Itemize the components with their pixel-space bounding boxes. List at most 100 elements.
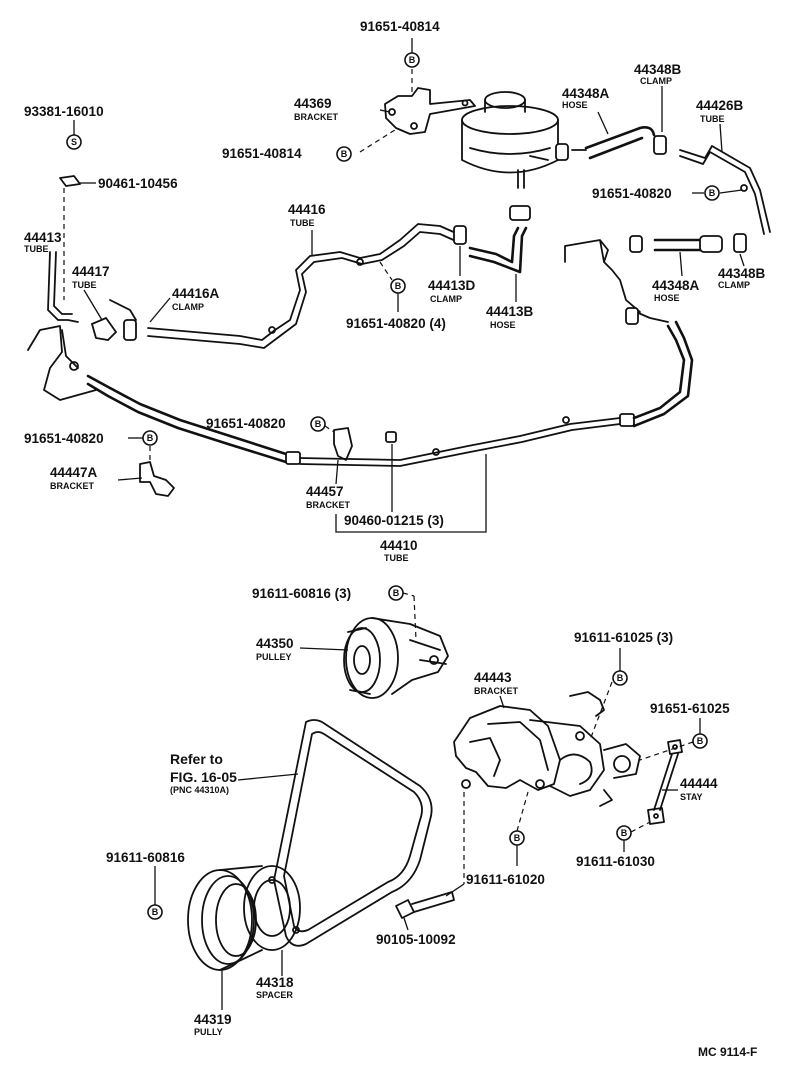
bolt-symbol-61020: B xyxy=(509,830,525,846)
bolt-symbol-61030: B xyxy=(616,825,632,841)
svg-text:S: S xyxy=(71,137,77,147)
label-44348a-bottom: 44348A xyxy=(652,278,700,293)
label-44318-sub: SPACER xyxy=(256,990,293,1000)
label-44348b-bottom-sub: CLAMP xyxy=(718,280,750,290)
label-44413b: 44413B xyxy=(486,304,534,319)
label-44413-sub: TUBE xyxy=(24,244,49,254)
leader-44457 xyxy=(335,459,339,485)
label-44447a: 44447A xyxy=(50,465,98,480)
bolt-symbol-40814-mid: B xyxy=(336,146,352,162)
svg-text:B: B xyxy=(514,833,521,843)
labels: 91651-40814 44369 BRACKET 91651-40814 93… xyxy=(24,19,766,1059)
tube-44410 xyxy=(86,307,694,467)
label-44350-sub: PULLEY xyxy=(256,652,292,662)
label-44348b-top: 44348B xyxy=(634,62,682,77)
engine-outline-left xyxy=(27,299,137,401)
label-91651-40814-top: 91651-40814 xyxy=(360,19,440,34)
leader-61025-3-dash xyxy=(589,681,613,741)
label-44413b-sub: HOSE xyxy=(490,320,516,330)
leader-44443 xyxy=(499,695,505,709)
label-91611-60816: 91611-60816 xyxy=(106,850,185,865)
leader-61030-dash xyxy=(630,821,651,833)
fitting-90461 xyxy=(59,175,81,187)
label-91651-40820-4: 91651-40820 (4) xyxy=(346,316,446,331)
label-refer-pnc: (PNC 44310A) xyxy=(170,785,229,795)
label-44443: 44443 xyxy=(474,670,512,685)
leader-61020-dash xyxy=(516,791,529,832)
leader-90105 xyxy=(403,917,409,931)
label-44369-sub: BRACKET xyxy=(294,112,339,122)
label-90461-10456: 90461-10456 xyxy=(98,176,178,191)
v-belt xyxy=(273,719,433,947)
label-93381-16010: 93381-16010 xyxy=(24,104,104,119)
label-44416a: 44416A xyxy=(172,286,220,301)
leader-44447a xyxy=(117,477,143,481)
label-91611-61030: 91611-61030 xyxy=(576,854,655,869)
label-91651-40820-left: 91651-40820 xyxy=(24,431,104,446)
svg-text:B: B xyxy=(315,419,322,429)
svg-text:B: B xyxy=(621,828,628,838)
leader-40820-right-b xyxy=(719,189,743,194)
bolt-symbol-40820-center: B xyxy=(310,416,326,432)
label-44416a-sub: CLAMP xyxy=(172,302,204,312)
label-44369: 44369 xyxy=(294,96,332,111)
label-91611-61020: 91611-61020 xyxy=(466,872,545,887)
leader-44369 xyxy=(379,109,391,113)
label-44350: 44350 xyxy=(256,636,294,651)
tube-44416 xyxy=(147,223,459,349)
leader-40820-center-dash xyxy=(324,425,335,433)
hose-44413b xyxy=(468,205,531,274)
leader-44417 xyxy=(83,289,103,321)
label-91651-40820-center: 91651-40820 xyxy=(206,416,286,431)
tube-44417 xyxy=(90,316,118,341)
leader-90105-b xyxy=(445,883,465,897)
label-44348a-top-sub: HOSE xyxy=(562,100,588,110)
label-91651-61025: 91651-61025 xyxy=(650,701,730,716)
label-44348a-bottom-sub: HOSE xyxy=(654,293,680,303)
leader-44348a-top xyxy=(597,111,609,135)
label-44413d-sub: CLAMP xyxy=(430,294,462,304)
bolt-symbol-40820-4: B xyxy=(390,278,406,294)
bracket-44457 xyxy=(333,427,397,461)
label-44417: 44417 xyxy=(72,264,110,279)
label-44416-sub: TUBE xyxy=(290,218,315,228)
diagram-code: MC 9114-F xyxy=(698,1045,757,1059)
label-44348b-top-sub: CLAMP xyxy=(640,76,672,86)
bolt-symbol-61025: B xyxy=(692,733,708,749)
bolt-symbol-61025-3: B xyxy=(612,670,628,686)
label-44457-sub: BRACKET xyxy=(306,500,351,510)
bolt-symbol-40820-right: B xyxy=(704,185,720,201)
label-44457: 44457 xyxy=(306,484,344,499)
hose-44348a-top xyxy=(555,126,667,161)
bolt-symbol-40820-left: B xyxy=(142,430,158,446)
svg-text:B: B xyxy=(152,907,159,917)
label-44319: 44319 xyxy=(194,1012,232,1027)
pulley-44350 xyxy=(343,617,449,699)
label-44444-sub: STAY xyxy=(680,792,703,802)
svg-text:B: B xyxy=(341,149,348,159)
leader-40814-mid xyxy=(359,127,399,153)
leader-44348b-bottom xyxy=(739,253,745,267)
label-44416: 44416 xyxy=(288,202,326,217)
label-44443-sub: BRACKET xyxy=(474,686,519,696)
leader-44426b xyxy=(719,123,723,153)
label-90460-01215: 90460-01215 (3) xyxy=(344,513,444,528)
bracket-44447a xyxy=(139,461,175,497)
bolt-symbol-60816: B xyxy=(147,904,163,920)
svg-text:B: B xyxy=(617,673,624,683)
label-44444: 44444 xyxy=(680,776,718,791)
label-44413d: 44413D xyxy=(428,278,476,293)
bracket-44443 xyxy=(453,691,641,807)
svg-text:B: B xyxy=(409,55,416,65)
pulley-44319 xyxy=(187,865,263,971)
label-44410-sub: TUBE xyxy=(384,553,409,563)
label-44348b-bottom: 44348B xyxy=(718,266,766,281)
clamp-44416a xyxy=(123,319,137,341)
label-91611-61025-3: 91611-61025 (3) xyxy=(574,630,673,645)
label-refer-to: Refer to xyxy=(170,751,223,767)
label-44410: 44410 xyxy=(380,538,418,553)
bolt-symbol-60816-3: B xyxy=(388,585,404,601)
label-refer-fig: FIG. 16-05 xyxy=(170,769,237,785)
label-44319-sub: PULLY xyxy=(194,1027,223,1037)
svg-text:B: B xyxy=(697,736,704,746)
